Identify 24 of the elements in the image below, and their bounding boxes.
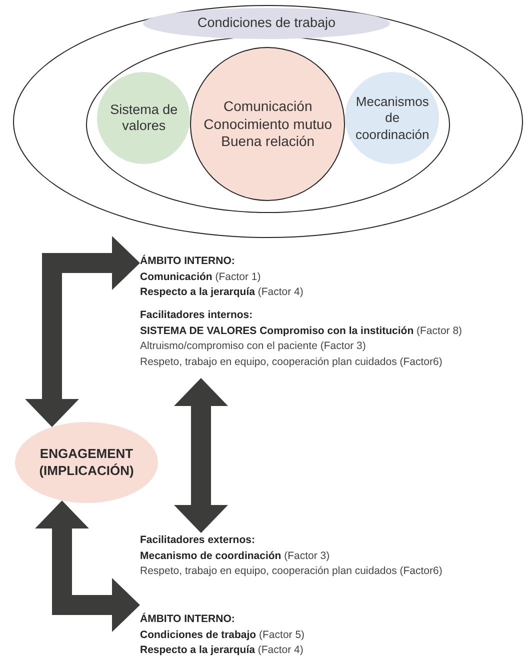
text-line: Respecto a la jerarquía (Factor 4)	[140, 643, 304, 658]
section-heading: ÁMBITO INTERNO:	[140, 254, 236, 269]
text-line: Comunicación (Factor 1)	[140, 270, 262, 284]
text-line: Respecto a la jerarquía (Factor 4)	[140, 285, 304, 300]
text-line: Respeto, trabajo en equipo, cooperación plan cuidados (Factor6)	[140, 564, 444, 579]
section-heading: ÁMBITO INTERNO:	[140, 612, 236, 627]
double-arrow	[35, 500, 140, 632]
section-heading: Facilitadores externos:	[140, 533, 256, 548]
node-label: Conocimiento mutuo	[202, 116, 334, 134]
node-label: Condiciones de trabajo	[196, 15, 337, 32]
double-arrow	[174, 378, 228, 533]
node-label: Comunicación	[222, 98, 314, 116]
text-line: Condiciones de trabajo (Factor 5)	[140, 628, 306, 642]
node-label: Mecanismos de coordinación	[354, 94, 430, 143]
text-line: Altruismo/compromiso con el paciente (Factor 3)	[140, 339, 367, 354]
text-line: SISTEMA DE VALORES Compromiso con la institución (Factor 8)	[140, 324, 464, 338]
section-heading: Facilitadores internos:	[140, 308, 254, 323]
double-arrow	[25, 236, 140, 428]
node-label: ENGAGEMENT (IMPLICACIÓN)	[38, 446, 135, 479]
node-label: Buena relación	[220, 133, 316, 151]
text-line: Mecanismo de coordinación (Factor 3)	[140, 548, 331, 564]
inner-ellipse	[86, 36, 450, 213]
node-label: Sistema de valores	[109, 102, 179, 136]
text-line: Respeto, trabajo en equipo, cooperación plan cuidados (Factor6)	[140, 354, 444, 370]
